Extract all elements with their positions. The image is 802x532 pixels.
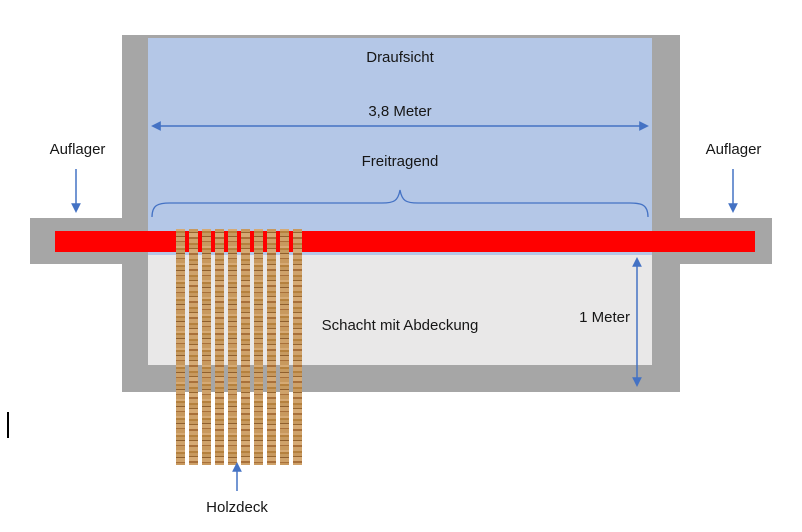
support-right-label: Auflager [705, 141, 762, 158]
wood-plank [189, 229, 198, 465]
top-view-area [148, 38, 652, 255]
top-view-label: Draufsicht [366, 49, 434, 66]
text-cursor [7, 412, 9, 438]
wood-plank [215, 229, 224, 465]
deck-label: Holzdeck [206, 499, 268, 516]
wood-plank [267, 229, 276, 465]
shaft-label: Schacht mit Abdeckung [321, 317, 479, 334]
span-label: Freitragend [361, 153, 439, 170]
wood-plank [241, 229, 250, 465]
height-dimension-label: 1 Meter [579, 309, 630, 326]
wood-plank [202, 229, 211, 465]
width-dimension-label: 3,8 Meter [368, 103, 432, 120]
wood-plank [280, 229, 289, 465]
wood-deck [176, 229, 303, 465]
wood-plank [293, 229, 302, 465]
wood-plank [254, 229, 263, 465]
red-beam [55, 231, 755, 252]
support-left-label: Auflager [49, 141, 106, 158]
wood-plank [228, 229, 237, 465]
wood-plank [176, 229, 185, 465]
